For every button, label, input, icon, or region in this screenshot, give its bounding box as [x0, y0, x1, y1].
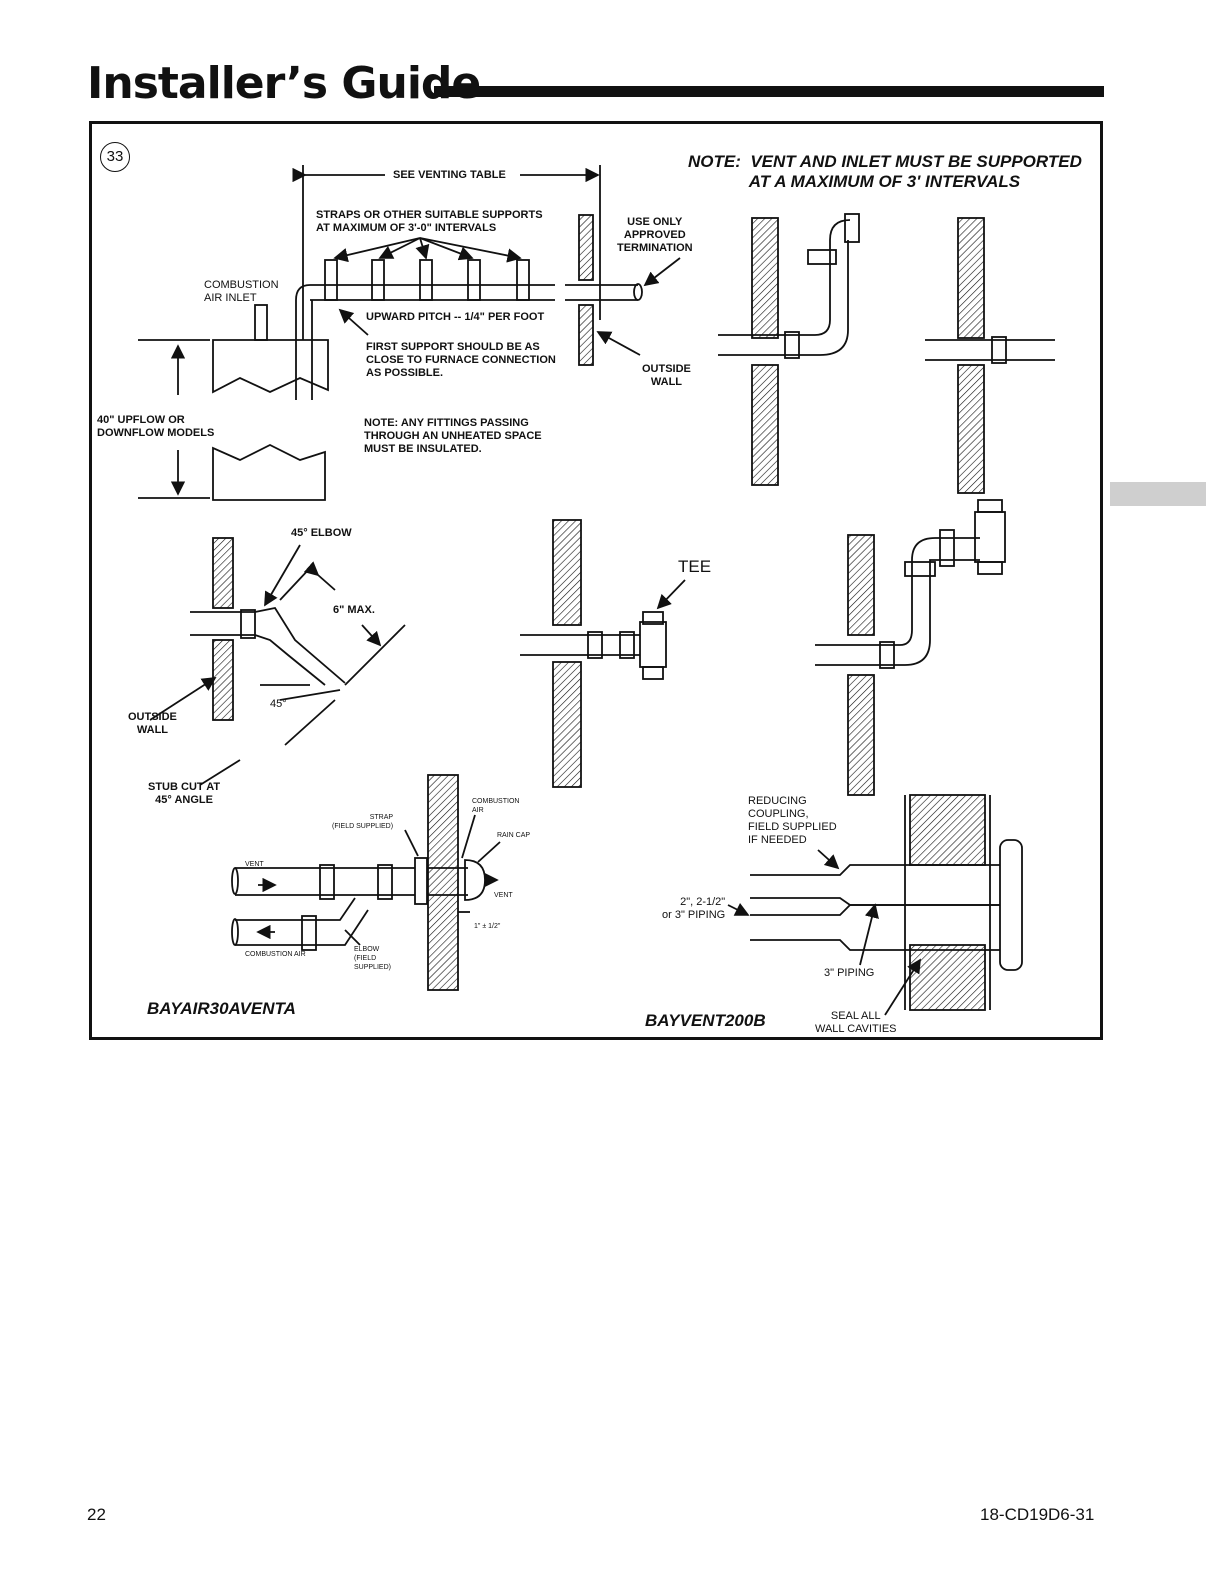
label-first-support: FIRST SUPPORT SHOULD BE AS CLOSE TO FURN… [366, 341, 556, 379]
label-see-venting-table: SEE VENTING TABLE [393, 169, 506, 181]
label-6-max: 6" MAX. [333, 604, 375, 616]
label-tee: TEE [678, 557, 712, 576]
model-label-right: BAYVENT200B [645, 1011, 766, 1030]
label-stub-cut: STUB CUT AT 45° ANGLE [148, 781, 221, 806]
label-3-piping: 3" PIPING [824, 967, 875, 979]
figure-frame [89, 121, 1103, 1040]
document-code: 18-CD19D6-31 [980, 1505, 1095, 1524]
section-tab [1110, 482, 1206, 506]
label-angle-45: 45° [270, 698, 287, 710]
label-clearance: 1" ± 1/2" [474, 923, 501, 930]
label-45-elbow: 45° ELBOW [291, 527, 352, 539]
label-seal-cavities: SEAL ALL WALL CAVITIES [815, 1010, 897, 1035]
figure-number: 33 [100, 142, 130, 172]
page-title: Installer’s Guide [87, 58, 481, 109]
label-40-models: 40" UPFLOW OR DOWNFLOW MODELS [97, 414, 215, 439]
header-rule [434, 86, 1104, 97]
label-note-fittings: NOTE: ANY FITTINGS PASSING THROUGH AN UN… [364, 417, 542, 455]
label-vent-left: VENT [245, 861, 264, 868]
label-use-only: USE ONLY APPROVED TERMINATION [617, 216, 693, 254]
label-combustion-air-bottom: COMBUSTION AIR [245, 951, 306, 958]
figure-note: NOTE: VENT AND INLET MUST BE SUPPORTED A… [688, 152, 1082, 191]
label-combustion-air-small: COMBUSTION AIR [472, 798, 520, 814]
label-strap: STRAP (FIELD SUPPLIED) [332, 814, 394, 830]
label-straps: STRAPS OR OTHER SUITABLE SUPPORTS AT MAX… [316, 209, 543, 234]
label-reducing-coupling: REDUCING COUPLING, FIELD SUPPLIED IF NEE… [748, 795, 837, 846]
label-piping-sizes: 2", 2-1/2" or 3" PIPING [662, 896, 726, 921]
label-elbow-field: ELBOW (FIELD SUPPLIED) [354, 946, 391, 971]
label-outside-wall-left: OUTSIDE WALL [128, 711, 177, 736]
label-combustion-air-inlet: COMBUSTION AIR INLET [204, 279, 279, 304]
model-label-left: BAYAIR30AVENTA [147, 999, 296, 1018]
label-rain-cap: RAIN CAP [497, 832, 531, 839]
label-outside-wall-top: OUTSIDE WALL [642, 363, 691, 388]
label-upward-pitch: UPWARD PITCH -- 1/4" PER FOOT [366, 311, 545, 323]
page-number: 22 [87, 1505, 106, 1524]
label-vent-right: VENT [494, 892, 513, 899]
